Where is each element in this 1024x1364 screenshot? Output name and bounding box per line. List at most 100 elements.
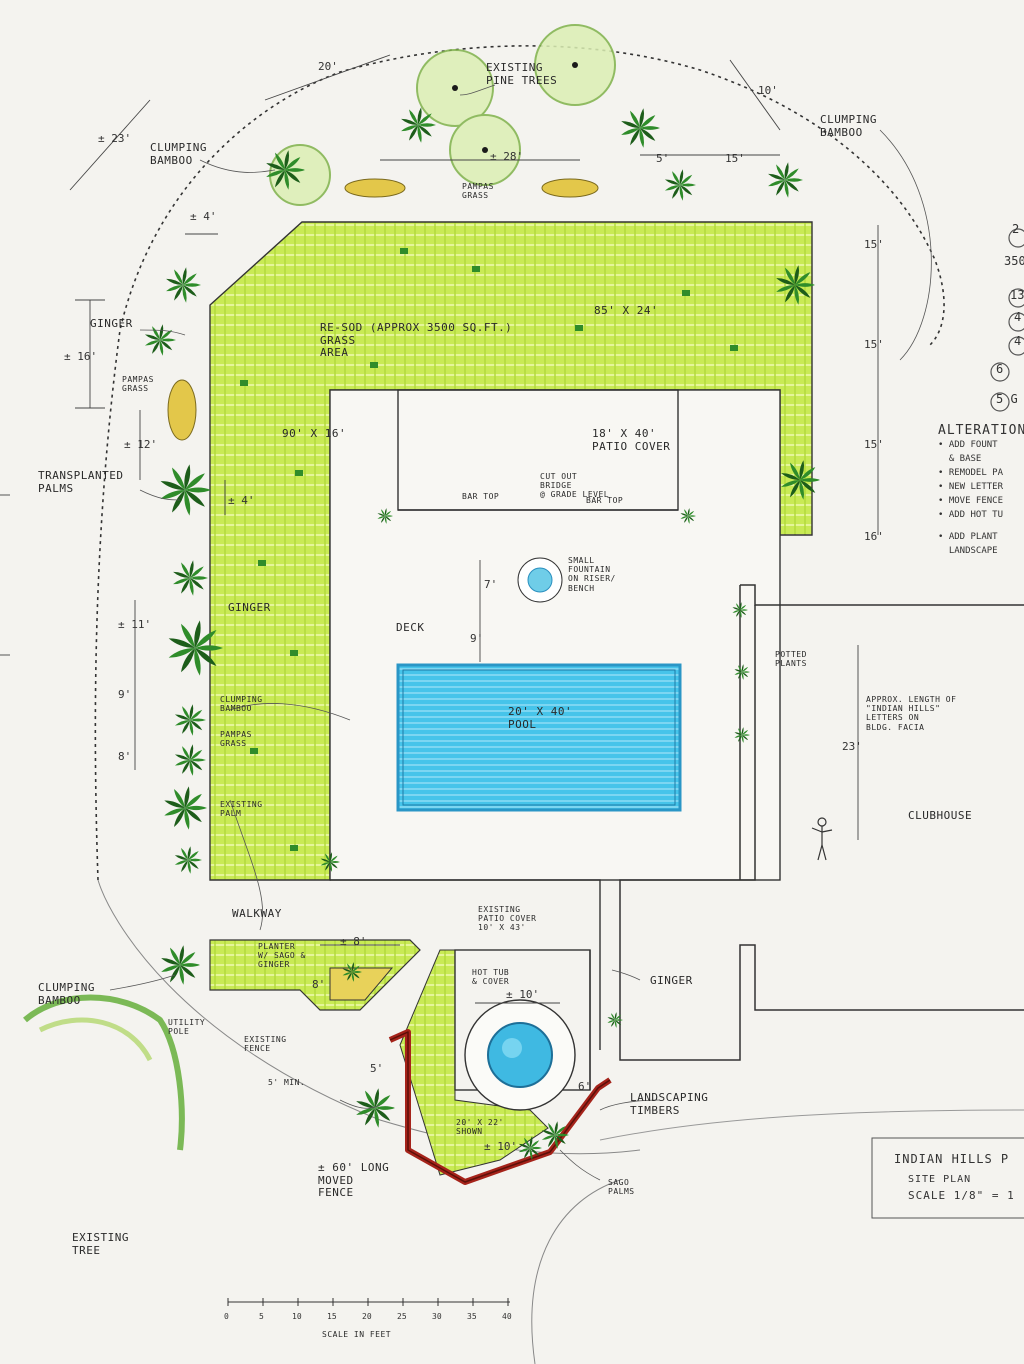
label-bar-top-left: BAR TOP [462, 492, 500, 501]
dim-28: ± 28' [490, 150, 524, 163]
label-existing-patio-cover: EXISTING PATIO COVER 10' x 43' [478, 905, 537, 933]
shrub-symbol [518, 1136, 542, 1160]
label-pampas-grass-mid: PAMPAS GRASS [220, 730, 252, 749]
scale-bar-caption: SCALE IN FEET [322, 1330, 392, 1339]
pampas-grass-bed-1 [344, 178, 406, 198]
shrub-symbol [356, 1088, 395, 1128]
dim-6: 6' [578, 1080, 592, 1093]
label-ginger-mid: GINGER [228, 601, 271, 614]
label-cut-out-bridge: CUT OUT BRIDGE @ GRADE LEVEL [540, 472, 610, 500]
alteration-item [938, 522, 1024, 530]
legend-item: 6 [996, 362, 1004, 376]
shrub-symbol [776, 265, 815, 305]
moved-fence-outline [389, 1031, 611, 1183]
shrub-symbol [768, 162, 803, 198]
label-planter: PLANTER W/ SAGO & GINGER [258, 942, 306, 970]
title-block-name: INDIAN HILLS P [894, 1152, 1010, 1166]
road-edge [599, 1109, 1024, 1141]
label-existing-fence: EXISTING FENCE [244, 1035, 287, 1054]
label-patio-cover: 18' x 40' PATIO COVER [592, 427, 671, 453]
shrub-symbol [164, 786, 207, 830]
scale-tick: 10 [292, 1312, 302, 1321]
alteration-item: & BASE [938, 454, 982, 464]
dim-15d: 15' [864, 438, 884, 451]
label-clumping-bamboo-mid: CLUMPING BAMBOO [220, 695, 263, 714]
shrub-symbol [734, 664, 750, 680]
dim-23: ± 23' [98, 132, 132, 145]
shrub-symbol [174, 704, 206, 736]
shrub-symbol [401, 107, 436, 143]
scale-bar [227, 1298, 510, 1306]
pine-trunks [452, 62, 578, 153]
label-pampas-grass-west: PAMPAS GRASS [122, 375, 154, 394]
shrub-symbol [144, 324, 176, 356]
existing-tree-canopy-2 [38, 1017, 153, 1062]
dim-15c: 15' [864, 338, 884, 351]
label-clumping-bamboo-nw: CLUMPING BAMBOO [150, 141, 207, 167]
legend-bubbles [990, 228, 1024, 412]
pampas-grass-bed-2 [541, 178, 599, 198]
label-5-min: 5' MIN. [268, 1078, 306, 1087]
legend-item: 13 [1010, 288, 1024, 302]
dim-5: 5' [656, 152, 670, 165]
title-block-scale: SCALE 1/8" = 1 [908, 1189, 1015, 1202]
label-pampas-grass-top: PAMPAS GRASS [462, 182, 494, 201]
shrub-symbol [160, 464, 211, 516]
shrub-symbol [173, 560, 208, 596]
label-existing-pine-trees: EXISTING PINE TREES [486, 61, 558, 87]
scale-tick: 0 [224, 1312, 229, 1321]
shrub-symbol [342, 962, 362, 982]
shrub-symbol [732, 602, 748, 618]
label-hot-tub: HOT TUB & COVER [472, 968, 510, 987]
label-resod-area: RE-SOD (APPROX 3500 SQ.FT.) GRASS AREA [320, 321, 513, 360]
label-existing-tree: EXISTING TREE [72, 1231, 129, 1257]
label-lawn-85x24: 85' x 24' [594, 304, 659, 317]
scale-tick: 25 [397, 1312, 407, 1321]
alteration-item: • ADD PLANT [938, 532, 998, 542]
scale-tick: 35 [467, 1312, 477, 1321]
road-curve-2 [531, 1179, 621, 1364]
title-block-frame [871, 1137, 1024, 1219]
legend-item: 4 [1014, 310, 1022, 324]
legend-item: 4 [1014, 334, 1022, 348]
dim-12: ± 12' [124, 438, 158, 451]
dim-10: 10' [758, 84, 778, 97]
label-clumping-bamboo-ne: CLUMPING BAMBOO [820, 113, 877, 139]
scale-tick: 30 [432, 1312, 442, 1321]
label-utility-pole: UTILITY POLE [168, 1018, 206, 1037]
shrub-symbol [621, 108, 660, 148]
alteration-item: • ADD HOT TU [938, 510, 1004, 520]
scale-tick: 5 [259, 1312, 264, 1321]
label-walkway: WALKWAY [232, 907, 282, 920]
label-lawn-90x16: 90' x 16' [282, 427, 347, 440]
scale-tick: 40 [502, 1312, 512, 1321]
alterations-title: ALTERATION [938, 424, 1024, 438]
grass-tufts [240, 248, 738, 851]
dim-10c: ± 10' [484, 1140, 518, 1153]
dim-15b: 15' [864, 238, 884, 251]
dim-5b: 5' [370, 1062, 384, 1075]
dim-8b: ± 8' [340, 935, 367, 948]
dim-9: 9' [118, 688, 132, 701]
pool [396, 663, 682, 812]
shrub-symbol [377, 508, 393, 524]
label-20x22: 20' x 22' SHOWN [456, 1118, 504, 1137]
alteration-item: • NEW LETTER [938, 482, 1004, 492]
legend-item: 5 G [996, 392, 1018, 406]
scale-bar-ticks: 0 5 10 15 20 25 30 35 40 [224, 1312, 524, 1326]
shrub-symbol [541, 1121, 569, 1149]
label-pool: 20' x 40' POOL [508, 705, 573, 731]
shrub-symbol [168, 620, 223, 676]
label-clubhouse: CLUBHOUSE [908, 809, 973, 822]
road-curve [97, 879, 641, 1155]
plantings [144, 107, 820, 1160]
label-potted-plants: POTTED PLANTS [775, 650, 807, 669]
dimension-lines [69, 54, 879, 1004]
dim-20: 20' [318, 60, 338, 73]
shrub-symbol [166, 267, 201, 303]
dim-10b: ± 10' [506, 988, 540, 1001]
fountain [517, 557, 563, 603]
dim-7: 7' [484, 578, 498, 591]
label-ginger-east: GINGER [650, 974, 693, 987]
